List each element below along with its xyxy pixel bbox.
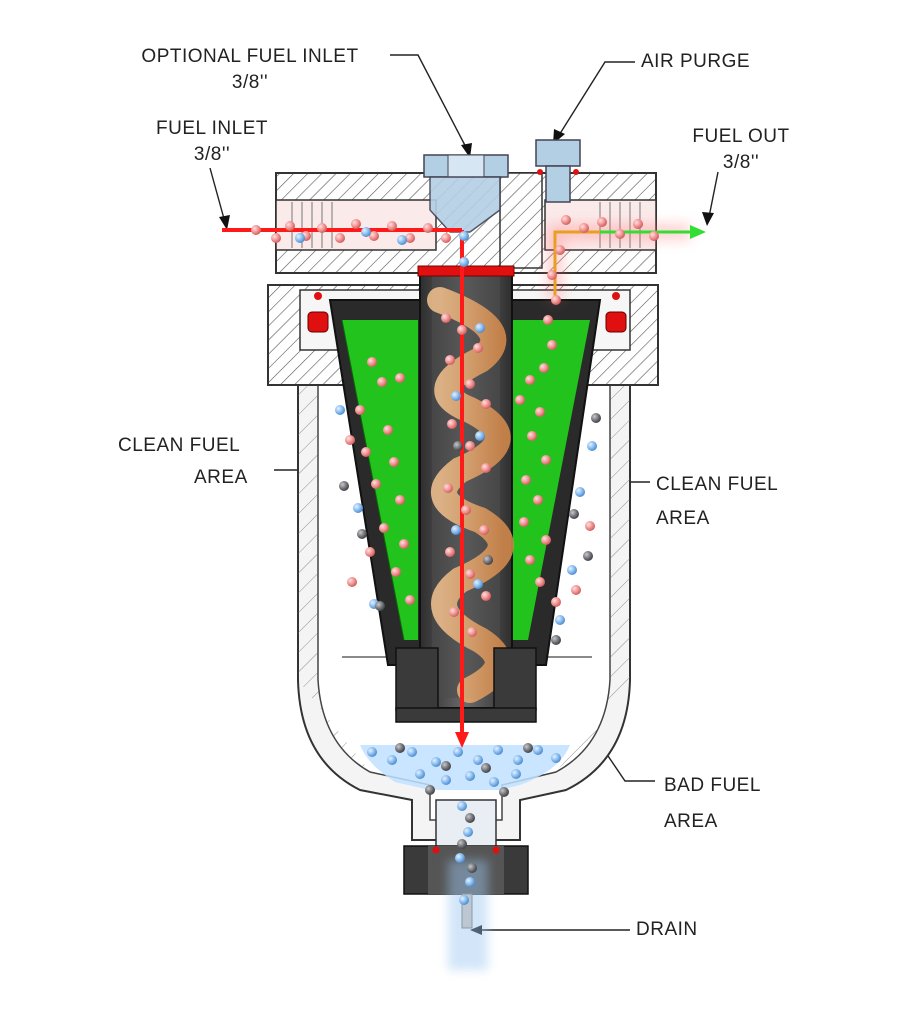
clean-fuel-right-line2: AREA (656, 508, 710, 529)
fuel-inlet-size: 3/8'' (193, 144, 231, 165)
bad-fuel-line1: BAD FUEL (664, 775, 761, 796)
leader-air-purge (555, 61, 635, 141)
fuel-out-size: 3/8'' (722, 152, 760, 173)
clean-fuel-left-line1: CLEAN FUEL (118, 435, 241, 456)
particles-dirt (339, 413, 601, 873)
fuel-inlet-title: FUEL INLET (156, 118, 268, 139)
optional-inlet-size: 3/8'' (231, 72, 269, 93)
inlet-flow (222, 219, 470, 748)
clean-fuel-left-line2: AREA (194, 467, 248, 488)
bad-fuel-area-label: BAD FUEL AREA (664, 768, 761, 840)
drain-label: DRAIN (636, 919, 698, 940)
air-purge-fitting (535, 139, 581, 203)
air-purge-label: AIR PURGE (641, 51, 751, 72)
leader-optional-inlet (390, 54, 471, 156)
particles-water (295, 227, 597, 905)
optional-fuel-inlet-label: OPTIONAL FUEL INLET 3/8'' (110, 44, 390, 96)
optional-inlet-fitting (423, 154, 509, 233)
fuel-inlet-label: FUEL INLET 3/8'' (142, 116, 282, 168)
fuel-out-title: FUEL OUT (692, 126, 790, 147)
optional-inlet-title: OPTIONAL FUEL INLET (141, 46, 359, 67)
particles-clean (251, 215, 659, 637)
bad-fuel-line2: AREA (664, 811, 718, 832)
clean-fuel-right-line1: CLEAN FUEL (656, 474, 779, 495)
fuel-out-label: FUEL OUT 3/8'' (676, 124, 806, 176)
clean-fuel-area-left-label: CLEAN FUEL AREA (118, 430, 248, 494)
clean-fuel-area-right-label: CLEAN FUEL AREA (656, 468, 778, 536)
arrowhead-fuel-out (702, 212, 714, 226)
